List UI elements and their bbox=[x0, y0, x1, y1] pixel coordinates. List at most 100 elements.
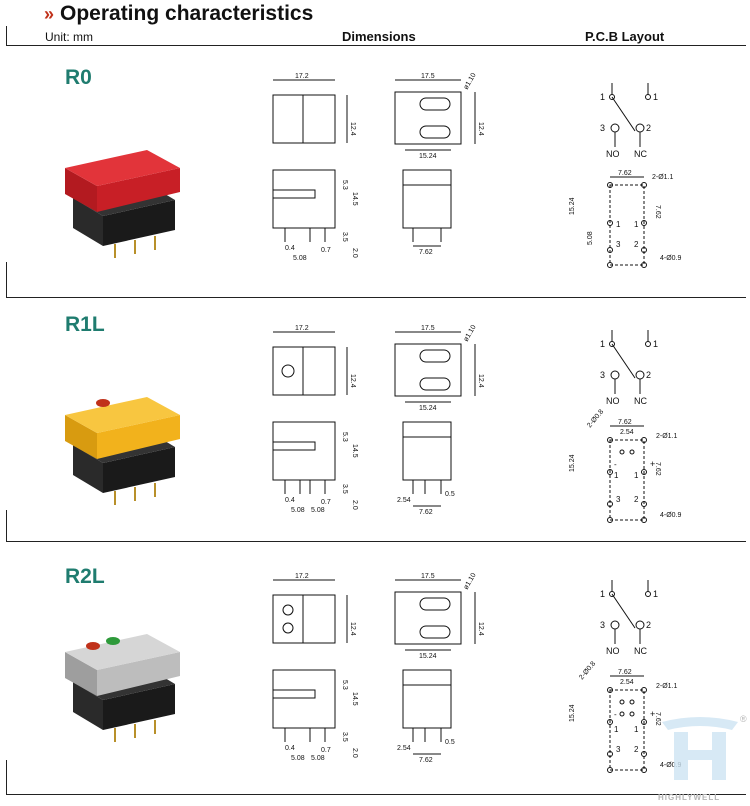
nc-label: NC bbox=[634, 149, 647, 159]
dim-label: 15.24 bbox=[569, 197, 576, 215]
divider bbox=[6, 45, 746, 46]
pin-label: 2 bbox=[634, 745, 639, 754]
dim-label: 17.5 bbox=[421, 325, 435, 332]
polarity-label: - bbox=[614, 460, 617, 469]
section-divider bbox=[6, 794, 746, 795]
dim-label: 0.4 bbox=[285, 745, 295, 752]
dim-label: 17.5 bbox=[421, 573, 435, 580]
dim-label: 12.4 bbox=[349, 122, 356, 136]
dim-label: 5.08 bbox=[311, 507, 325, 514]
dim-label: 2-Ø1.1 bbox=[652, 174, 674, 181]
dim-label: 0.7 bbox=[321, 499, 331, 506]
led-indicator-red bbox=[86, 642, 100, 650]
dim-label: 3.5 bbox=[341, 732, 348, 742]
dim-label: 12.4 bbox=[477, 622, 484, 636]
divider bbox=[6, 510, 7, 542]
cap-front bbox=[97, 168, 180, 212]
pin-label: 2 bbox=[634, 240, 639, 249]
dim-label: 3.5 bbox=[341, 484, 348, 494]
dimension-drawing-r2l: 17.2 12.4 17.5 ø1.10 12.4 15.24 5.3 14.5… bbox=[272, 572, 484, 764]
series-label: R2L bbox=[65, 565, 105, 588]
dim-label: 7.62 bbox=[618, 419, 632, 426]
pin-label: 1 bbox=[634, 220, 639, 229]
pin-label: 1 bbox=[600, 339, 605, 349]
pin-label: 3 bbox=[616, 745, 621, 754]
unit-label: Unit: mm bbox=[45, 30, 93, 44]
dim-label: 2.0 bbox=[351, 248, 358, 258]
dim-label: 14.5 bbox=[351, 444, 358, 458]
dim-label: 7.62 bbox=[419, 757, 433, 764]
series-label: R1L bbox=[65, 313, 105, 336]
pin-label: 1 bbox=[653, 589, 658, 599]
highlywell-logo: ® HIGHLYWELL bbox=[658, 714, 747, 802]
pin-label: 3 bbox=[616, 240, 621, 249]
dim-label: 0.7 bbox=[321, 747, 331, 754]
dim-label: 2.0 bbox=[351, 500, 358, 510]
nc-label: NC bbox=[634, 396, 647, 406]
divider bbox=[6, 26, 7, 46]
pcb-layout-r0: 1 1 3 2 NO NC 7.62 2-Ø1.1 4-Ø0.9 7.62 15… bbox=[569, 83, 682, 268]
dim-label: 5.3 bbox=[341, 680, 348, 690]
dim-label: 15.24 bbox=[419, 153, 437, 160]
switch-photo-r2l bbox=[65, 634, 180, 742]
registered-mark: ® bbox=[740, 714, 747, 724]
pin-label: 1 bbox=[600, 92, 605, 102]
polarity-label: - bbox=[614, 710, 617, 719]
dim-label: 2.54 bbox=[397, 497, 411, 504]
dim-label: 2-Ø1.1 bbox=[656, 433, 678, 440]
dim-label: 17.2 bbox=[295, 573, 309, 580]
dim-label: 17.5 bbox=[421, 73, 435, 80]
dimension-drawing-r1l: 17.2 12.4 17.5 ø1.10 12.4 15.24 5.3 14.5… bbox=[272, 324, 484, 516]
dim-label: 15.24 bbox=[419, 405, 437, 412]
dim-label: 2-Ø0.8 bbox=[586, 408, 605, 429]
dim-label: 5.3 bbox=[341, 180, 348, 190]
dim-label: 17.2 bbox=[295, 325, 309, 332]
section-divider bbox=[6, 541, 746, 542]
dim-label: 17.2 bbox=[295, 73, 309, 80]
dim-label: 7.62 bbox=[419, 509, 433, 516]
dim-label: 15.24 bbox=[569, 704, 576, 722]
chevron-icon: » bbox=[44, 4, 55, 24]
series-label: R0 bbox=[65, 66, 92, 89]
column-heading-dimensions: Dimensions bbox=[342, 29, 416, 44]
polarity-label: + bbox=[650, 459, 655, 469]
pin-label: 2 bbox=[646, 620, 651, 630]
pin-label: 3 bbox=[600, 123, 605, 133]
pin-label: 1 bbox=[616, 220, 621, 229]
dim-label: 15.24 bbox=[419, 653, 437, 660]
pin-label: 3 bbox=[600, 370, 605, 380]
dim-label: 7.62 bbox=[654, 712, 661, 726]
dim-label: 12.4 bbox=[349, 374, 356, 388]
dim-label: 2.54 bbox=[620, 679, 634, 686]
dim-label: 7.62 bbox=[654, 462, 661, 476]
pin-label: 1 bbox=[634, 471, 639, 480]
dim-label: 0.4 bbox=[285, 497, 295, 504]
no-label: NO bbox=[606, 646, 620, 656]
dim-label: 0.4 bbox=[285, 245, 295, 252]
dim-label: 0.5 bbox=[445, 491, 455, 498]
pin-label: 3 bbox=[600, 620, 605, 630]
dim-label: 5.08 bbox=[587, 231, 594, 245]
dim-label: 0.5 bbox=[445, 739, 455, 746]
polarity-label: + bbox=[650, 709, 655, 719]
dim-label: 5.08 bbox=[311, 755, 325, 762]
dim-label: 2.54 bbox=[620, 429, 634, 436]
dim-label: ø1.10 bbox=[463, 572, 478, 591]
nc-label: NC bbox=[634, 646, 647, 656]
column-heading-pcb: P.C.B Layout bbox=[585, 29, 665, 44]
pin-label: 1 bbox=[600, 589, 605, 599]
dim-label: 12.4 bbox=[349, 622, 356, 636]
pin-label: 2 bbox=[646, 123, 651, 133]
title-row: » Operating characteristics bbox=[0, 0, 750, 28]
dim-label: 5.08 bbox=[293, 255, 307, 262]
dim-label: 7.62 bbox=[618, 170, 632, 177]
divider bbox=[6, 760, 7, 795]
led-indicator bbox=[96, 399, 110, 407]
dim-label: 14.5 bbox=[351, 692, 358, 706]
dim-label: 14.5 bbox=[351, 192, 358, 206]
cap-side bbox=[65, 168, 97, 212]
no-label: NO bbox=[606, 396, 620, 406]
dim-label: 2-Ø1.1 bbox=[656, 683, 678, 690]
pcb-layout-r1l: 1 1 3 2 NO NC 7.62 2.54 2-Ø0.8 2-Ø1.1 4-… bbox=[569, 330, 682, 523]
dim-label: 2-Ø0.8 bbox=[578, 660, 597, 681]
